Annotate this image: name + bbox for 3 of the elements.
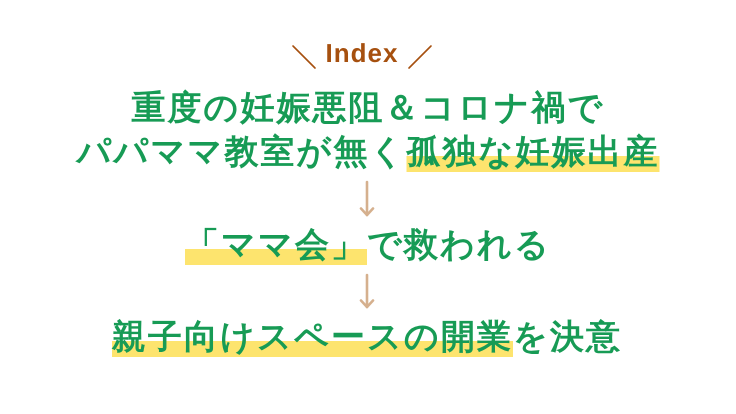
- arrow: [360, 274, 374, 308]
- index-heading: Index: [326, 38, 398, 68]
- arrow: [360, 180, 374, 216]
